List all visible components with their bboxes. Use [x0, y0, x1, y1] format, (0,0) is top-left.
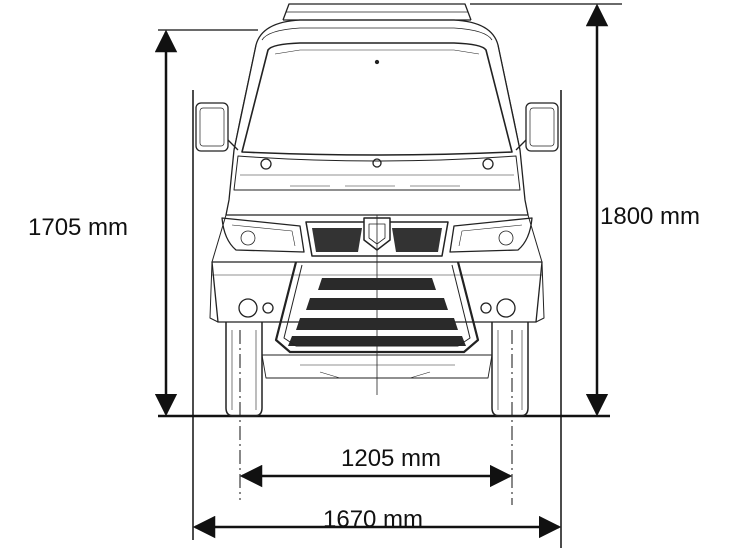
height-1705-label: 1705 mm: [28, 214, 129, 241]
cab-outline: [225, 19, 529, 216]
lower-grille: [288, 278, 466, 346]
windshield: [241, 42, 513, 156]
left-mirror: [195, 102, 239, 152]
roof-rack: [282, 3, 472, 21]
left-headlight: [221, 217, 305, 253]
right-fog-lamp: [496, 298, 516, 318]
vehicle-front-view: [195, 3, 559, 417]
width-1670-label: 1670 mm: [323, 506, 424, 533]
left-wheel: [225, 322, 263, 417]
bull-bar: [274, 261, 480, 354]
track-1205-label: 1205 mm: [341, 445, 442, 472]
right-wheel: [491, 322, 529, 417]
grille: [305, 217, 449, 257]
right-mirror: [515, 102, 559, 152]
left-fog-lamp: [238, 298, 258, 318]
height-1800-label: 1800 mm: [600, 203, 701, 230]
right-headlight: [449, 217, 533, 253]
